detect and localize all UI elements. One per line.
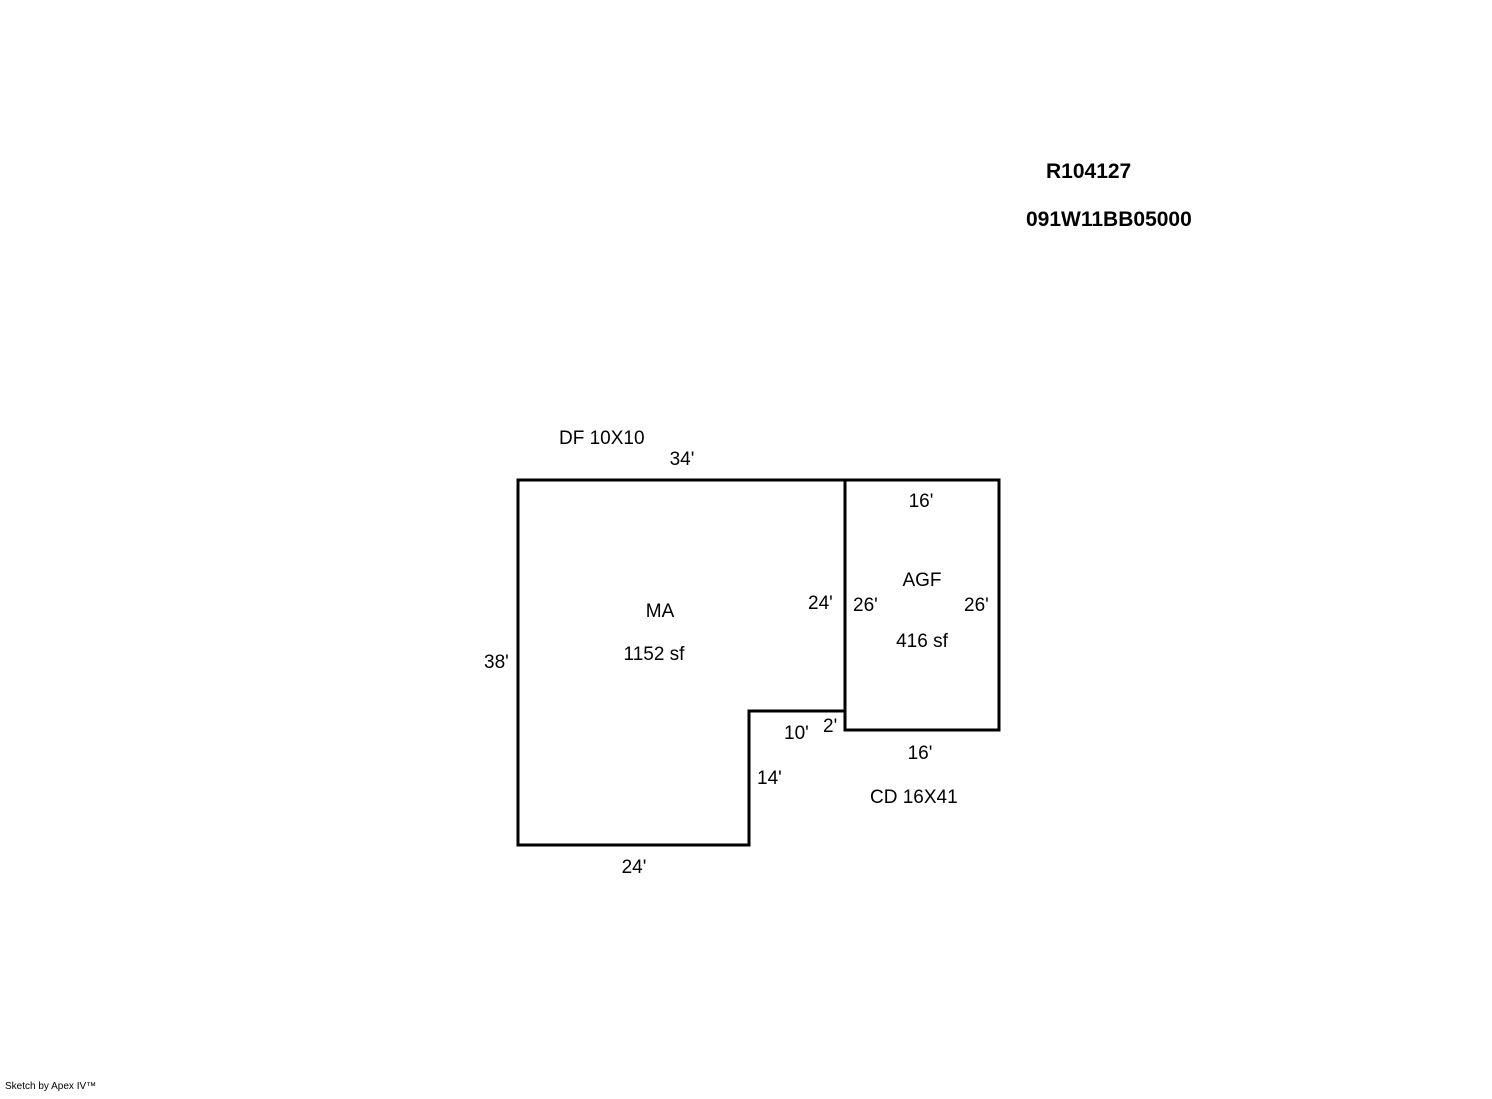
sketch-credit: Sketch by Apex IV™: [5, 1081, 97, 1092]
main-area-size: 1152 sf: [623, 644, 685, 665]
ma-bottom-dimension: 24': [621, 857, 647, 878]
deck-front-note: DF 10X10: [559, 428, 645, 449]
map-tax-lot: 091W11BB05000: [1026, 208, 1192, 231]
garage-code: AGF: [902, 570, 942, 591]
agf-right-dimension: 26': [964, 595, 989, 616]
garage-size: 416 sf: [896, 631, 948, 652]
main-area-code: MA: [645, 601, 675, 622]
ma-top-dimension: 34': [669, 449, 695, 470]
agf-bottom-dimension: 16': [907, 743, 933, 764]
ma-right-dimension: 24': [808, 593, 833, 614]
covered-deck-note: CD 16X41: [870, 787, 958, 808]
garage-outline: [843, 478, 1001, 732]
agf-top-dimension: 16': [908, 491, 934, 512]
ma-left-dimension: 38': [484, 652, 509, 673]
ma-notch-horizontal-dimension: 10': [784, 723, 809, 744]
ma-notch-vertical-dimension: 14': [757, 768, 782, 789]
account-id: R104127: [1046, 160, 1132, 183]
jog-dimension: 2': [823, 716, 838, 737]
agf-left-dimension: 26': [853, 595, 878, 616]
